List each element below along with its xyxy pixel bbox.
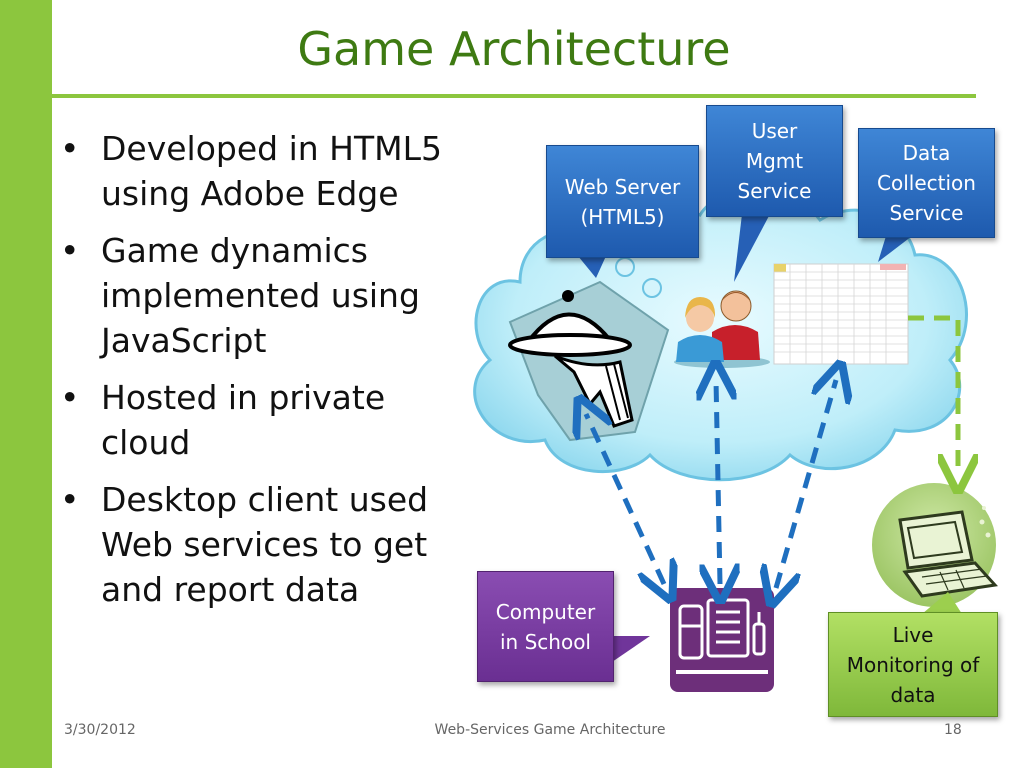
callout-line: in School <box>500 629 591 654</box>
bullet-glyph: • <box>60 231 80 270</box>
callout-line: Service <box>889 201 964 225</box>
users-icon <box>674 290 770 368</box>
bullet-line: Web services to get <box>101 525 428 564</box>
spreadsheet-icon <box>773 263 909 365</box>
bullet-line: Developed in HTML5 <box>101 129 442 168</box>
footer-title: Web-Services Game Architecture <box>434 722 666 738</box>
bullet-glyph: • <box>60 129 80 168</box>
bullet-item: • Developed in HTML5 using Adobe Edge <box>58 126 498 216</box>
callout-line: data <box>890 682 936 707</box>
connection-arrows <box>586 380 836 588</box>
callout-tail-webserver <box>578 256 606 278</box>
callout-line: Monitoring of <box>846 652 980 677</box>
callout-tail-datacollection <box>878 236 912 262</box>
bullet-line: using Adobe Edge <box>101 174 399 213</box>
arrow-client-webserver <box>586 414 664 584</box>
footer-date: 3/30/2012 <box>64 722 136 738</box>
webserver-callout: Web Server (HTML5) <box>546 145 699 258</box>
callout-line: Computer <box>495 599 596 624</box>
bullet-item: • Desktop client used Web services to ge… <box>58 477 498 612</box>
callout-line: (HTML5) <box>580 204 665 229</box>
bullet-item: • Game dynamics implemented using JavaSc… <box>58 228 498 363</box>
callout-line: Mgmt <box>745 149 804 173</box>
slide-title: Game Architecture <box>297 22 731 76</box>
bullet-line: Hosted in private <box>101 378 386 417</box>
bullet-glyph: • <box>60 480 80 519</box>
bullet-line: and report data <box>101 570 360 609</box>
arrow-client-usermgmt <box>716 380 720 584</box>
callout-tail-computer <box>612 636 650 662</box>
callout-line: Live <box>892 622 934 647</box>
callout-tail-usermgmt <box>734 214 770 282</box>
bullet-line: implemented using <box>101 276 420 315</box>
desktop-client-icon <box>670 588 774 692</box>
side-accent-bar <box>0 0 52 768</box>
bullet-line: Game dynamics <box>101 231 368 270</box>
bullet-line: JavaScript <box>101 321 267 360</box>
callout-line: Service <box>737 179 812 203</box>
bullet-line: cloud <box>101 423 191 462</box>
callout-line: User <box>751 119 798 143</box>
footer-page-number: 18 <box>944 722 962 738</box>
callout-line: Collection <box>877 171 976 195</box>
bullet-line: Desktop client used <box>101 480 429 519</box>
callout-tail-live <box>922 592 962 614</box>
bullet-item: • Hosted in private cloud <box>58 375 498 465</box>
bullet-list: • Developed in HTML5 using Adobe Edge • … <box>58 126 498 624</box>
bullet-glyph: • <box>60 378 80 417</box>
arrow-client-datacollection <box>776 380 836 588</box>
callout-line: Data <box>902 141 951 165</box>
title-underline <box>52 94 976 98</box>
laptop-icon <box>872 483 998 607</box>
callout-line: Web Server <box>564 174 681 199</box>
computer-callout: Computer in School <box>477 571 614 682</box>
